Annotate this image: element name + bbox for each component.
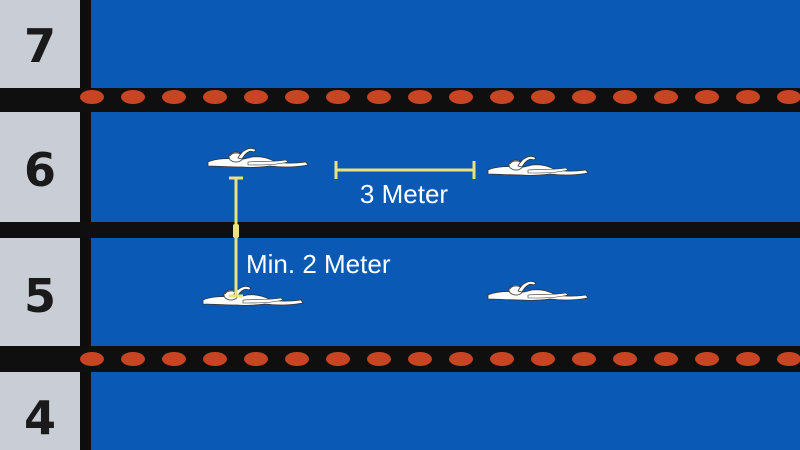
lane-rope-7-6 — [80, 90, 800, 104]
rope-float — [80, 352, 104, 366]
rope-float — [162, 352, 186, 366]
rope-float — [244, 352, 268, 366]
rope-float — [777, 90, 800, 104]
rope-float — [326, 352, 350, 366]
rope-float — [408, 90, 432, 104]
rope-float — [203, 90, 227, 104]
lane-divider-7-6 — [0, 88, 800, 112]
rope-float — [121, 352, 145, 366]
rope-float — [490, 90, 514, 104]
rope-float — [613, 352, 637, 366]
lane-rope-5-4 — [80, 352, 800, 366]
rope-float — [408, 352, 432, 366]
rope-float — [572, 352, 596, 366]
rope-float — [203, 352, 227, 366]
lane-5-water — [91, 238, 800, 346]
rope-float — [531, 90, 555, 104]
rope-float — [736, 90, 760, 104]
lane-divider-6-5 — [0, 222, 800, 238]
lane-5-number: 5 — [24, 269, 56, 323]
rope-float — [326, 90, 350, 104]
lane-divider-5-4 — [0, 346, 800, 372]
rope-float — [777, 352, 800, 366]
lane-7-number: 7 — [24, 19, 56, 73]
rope-float — [449, 352, 473, 366]
rope-float — [162, 90, 186, 104]
vertical-distance-marker — [229, 176, 243, 298]
horizontal-distance-label: 3 Meter — [360, 179, 448, 209]
rope-float — [654, 352, 678, 366]
horizontal-distance-marker — [334, 161, 476, 179]
lane-7-label-box — [0, 0, 80, 88]
rope-float — [367, 352, 391, 366]
vertical-distance-label: Min. 2 Meter — [246, 249, 391, 279]
rope-float — [695, 90, 719, 104]
lane-6-number: 6 — [24, 143, 56, 197]
lane-4-label-box — [0, 372, 80, 450]
rope-float — [695, 352, 719, 366]
rope-float — [531, 352, 555, 366]
lane-4-number: 4 — [24, 391, 56, 445]
rope-float — [490, 352, 514, 366]
rope-float — [736, 352, 760, 366]
rope-float — [654, 90, 678, 104]
rope-float — [572, 90, 596, 104]
rope-float — [121, 90, 145, 104]
rope-float — [80, 90, 104, 104]
lane-7-water — [91, 0, 800, 88]
lane-4-water — [91, 372, 800, 450]
rope-float — [367, 90, 391, 104]
lane-6-label-box — [0, 112, 80, 222]
rope-float — [449, 90, 473, 104]
rope-float — [285, 352, 309, 366]
rope-float — [285, 90, 309, 104]
rope-float — [244, 90, 268, 104]
lane-5-label-box — [0, 238, 80, 346]
lane-6-water — [91, 112, 800, 222]
rope-float — [613, 90, 637, 104]
